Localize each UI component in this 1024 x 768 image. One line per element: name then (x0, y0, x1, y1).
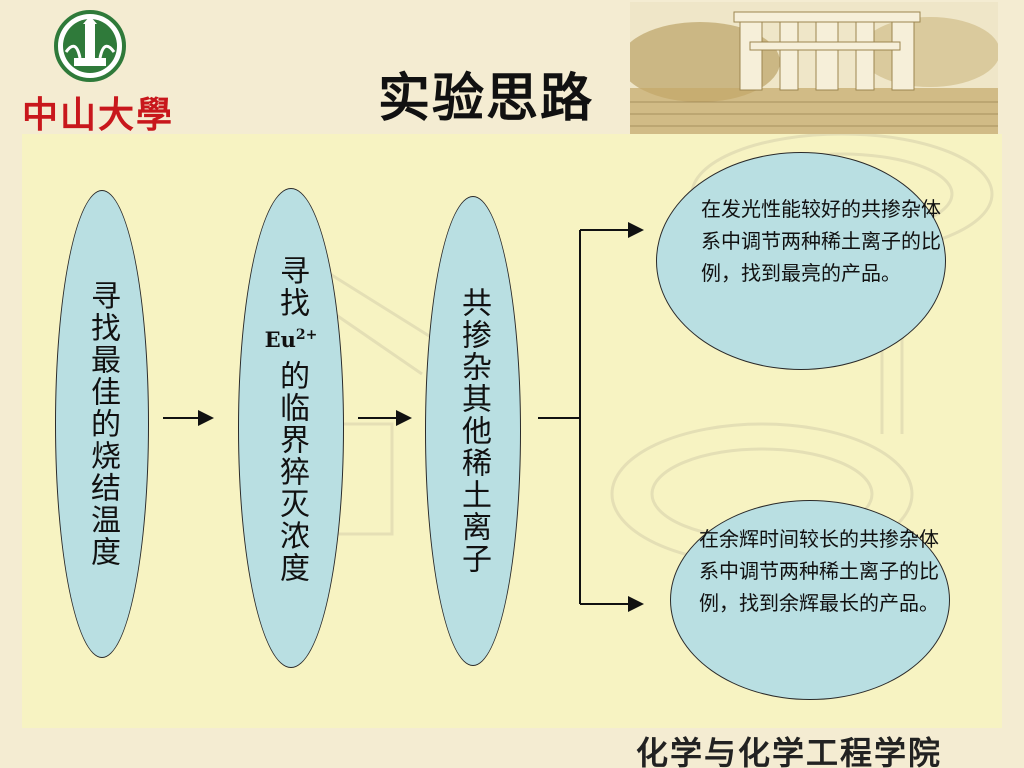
school-footer: 化学与化学工程学院 (636, 734, 943, 768)
step-sintering-temperature: 寻找最佳的烧结温度 (55, 190, 149, 658)
university-logo-text: 中山大學 (22, 94, 175, 136)
outcome-brightest-product: 在发光性能较好的共掺杂体系中调节两种稀土离子的比例，找到最亮的产品。 (656, 152, 946, 370)
page-title: 实验思路 (378, 68, 595, 129)
step-codoping-rare-earth: 共掺杂其他稀土离子 (425, 196, 521, 666)
outcome-longest-afterglow: 在余辉时间较长的共掺杂体系中调节两种稀土离子的比例，找到余辉最长的产品。 (670, 500, 950, 700)
step2-label-bottom: 的临界猝灭浓度 (273, 359, 309, 584)
step2-eu-label: Eu2+ (264, 326, 318, 352)
step-critical-quenching-concentration: 寻找 Eu2+ 的临界猝灭浓度 (238, 188, 344, 668)
university-emblem-icon (54, 10, 126, 82)
step2-label-top: 寻找 (273, 254, 309, 319)
step3-label: 共掺杂其他稀土离子 (456, 287, 491, 575)
campus-gate-image (630, 2, 998, 134)
outcome-bottom-text: 在余辉时间较长的共掺杂体系中调节两种稀土离子的比例，找到余辉最长的产品。 (699, 527, 939, 615)
step1-label: 寻找最佳的烧结温度 (85, 280, 120, 568)
outcome-top-text: 在发光性能较好的共掺杂体系中调节两种稀土离子的比例，找到最亮的产品。 (701, 197, 941, 285)
